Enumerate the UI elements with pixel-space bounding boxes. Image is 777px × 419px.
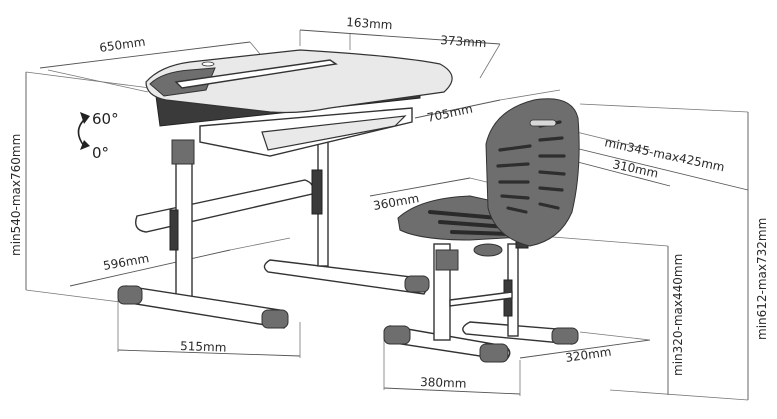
desk-drawer-tray [261,115,407,151]
label-desk-depth: 650mm [98,35,146,55]
desk-rear-foot-cap [404,275,430,293]
label-desk-height-range: min540-max760mm [9,134,23,256]
tilt-indicator [77,112,90,150]
chair-front-foot-cap-right [479,343,509,363]
label-ledge-depth: 163mm [346,15,393,32]
chair-backrest-vents [496,120,566,214]
chair-backrest-handle [529,119,557,127]
desk-front-foot-cap-right [261,309,289,329]
desk-height-lever [171,139,195,165]
label-chair-total-height-range: min612-max732mm [755,218,769,340]
label-desk-width: 705mm [426,102,474,125]
chair-knob [473,243,503,257]
desk-slot [201,61,215,67]
desk [117,49,453,329]
desk-top-hinge-line [174,59,338,89]
dimension-labels: 650mm 163mm 373mm 705mm min540-max760mm … [9,15,769,391]
desk-back-bar [134,179,314,233]
chair-rear-foot-cap [551,327,579,345]
label-tilt-max: 60° [92,110,119,128]
label-tilt-min: 0° [92,144,109,162]
desk-rear-leg-clamp [311,169,323,215]
tilt-arrow-up-icon [80,112,90,124]
label-desk-foot-width: 515mm [180,339,227,355]
label-chair-foot-width: 380mm [420,375,467,391]
desk-front-leg-clamp [169,209,179,251]
chair-front-foot-cap-left [383,325,411,345]
tilt-arrow-down-icon [80,140,90,150]
chair-crossbar [449,291,513,307]
chair-height-lever [435,249,459,271]
label-chair-foot-depth: 320mm [564,345,612,365]
desk-top [145,49,453,114]
desk-rear-foot [263,259,427,295]
chair [383,98,580,363]
label-tray-width: 373mm [440,33,487,50]
label-seat-height-range: min320-max440mm [671,254,685,376]
desk-front-foot-cap-left [117,285,143,305]
